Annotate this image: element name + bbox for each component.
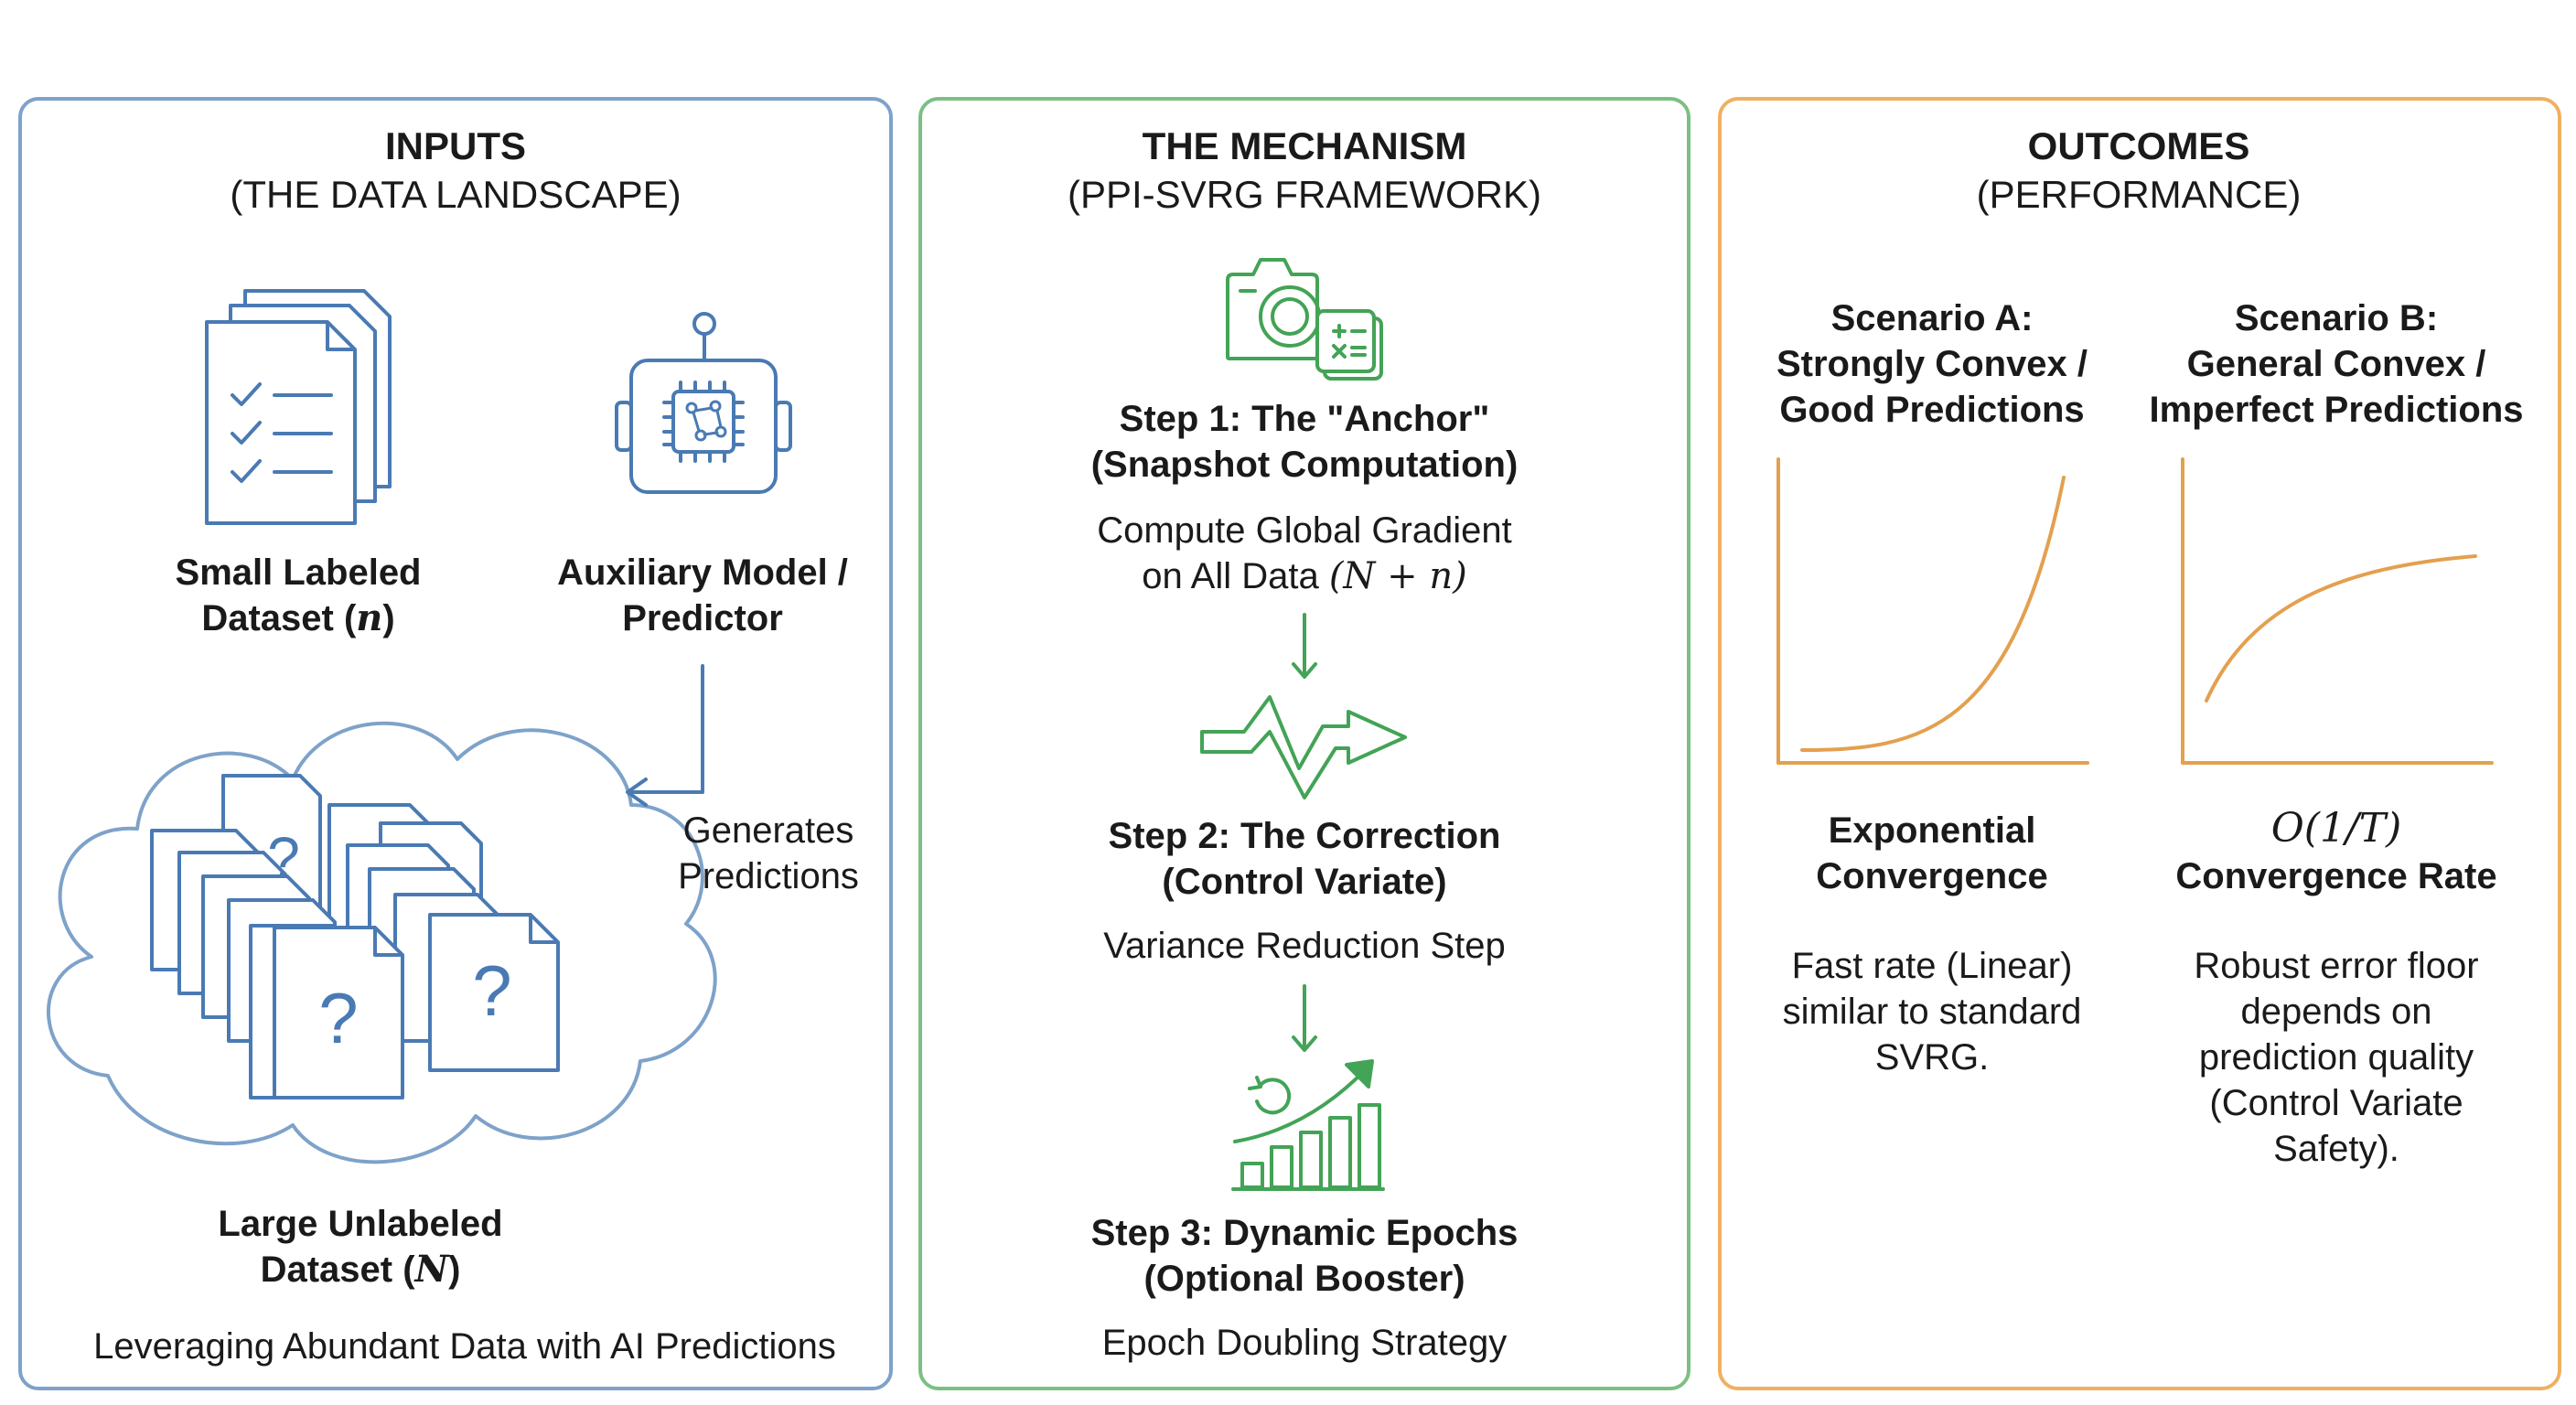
- step1-title: Step 1: The "Anchor": [1119, 399, 1490, 439]
- outcomes-subtitle: (PERFORMANCE): [1976, 173, 2302, 216]
- camera-calculator-icon: [1226, 258, 1383, 381]
- scenario-b-chart: [2181, 457, 2494, 765]
- small-dataset-label-line2: Dataset (n): [201, 596, 395, 639]
- scenario-a-result-line2: Convergence: [1816, 856, 2048, 896]
- saturating-curve: [2205, 554, 2477, 702]
- down-arrow: [1292, 613, 1317, 679]
- scenario-b-desc-1: Robust error floor: [2194, 946, 2479, 986]
- ai-chip-robot-icon: [615, 312, 792, 494]
- large-dataset-label-line2: Dataset (N): [260, 1248, 461, 1291]
- step1-desc: Compute Global Gradient: [1097, 510, 1512, 551]
- scenario-a-desc-1: Fast rate (Linear): [1791, 946, 2073, 986]
- generates-predictions-arrow: [626, 664, 704, 807]
- scenario-a-title: Scenario A:: [1830, 298, 2034, 338]
- question-mark-icon: ?: [318, 978, 358, 1058]
- zigzag-arrow-icon: [1200, 695, 1407, 799]
- inputs-footer: Leveraging Abundant Data with AI Predict…: [93, 1326, 836, 1367]
- scenario-a-result: Exponential: [1828, 810, 2036, 851]
- scenario-a-subtitle: Strongly Convex /: [1776, 344, 2088, 384]
- scenario-b-title: Scenario B:: [2234, 298, 2439, 338]
- step1-subtitle: (Snapshot Computation): [1090, 445, 1519, 485]
- auxiliary-model-label: Auxiliary Model /: [557, 552, 848, 593]
- question-mark-icon: ?: [267, 825, 300, 891]
- scenario-b-desc-2: depends on: [2240, 992, 2432, 1032]
- step2-desc: Variance Reduction Step: [1103, 926, 1506, 966]
- inputs-panel: [18, 97, 893, 1390]
- large-dataset-label: Large Unlabeled: [218, 1204, 503, 1244]
- scenario-a-desc-3: SVRG.: [1874, 1037, 1990, 1078]
- mechanism-title: THE MECHANISM: [1142, 124, 1467, 167]
- scenario-b-subtitle: General Convex /: [2186, 344, 2486, 384]
- checklist-documents-icon: [205, 289, 392, 525]
- step2-title: Step 2: The Correction: [1108, 816, 1501, 856]
- step3-title: Step 3: Dynamic Epochs: [1090, 1213, 1519, 1253]
- scenario-b-desc-4: (Control Variate: [2209, 1083, 2463, 1123]
- step3-desc: Epoch Doubling Strategy: [1101, 1323, 1508, 1363]
- scenario-a-desc-2: similar to standard: [1782, 992, 2082, 1032]
- scenario-b-desc-3: prediction quality: [2198, 1037, 2474, 1078]
- outcomes-panel: [1718, 97, 2561, 1390]
- mechanism-panel: [918, 97, 1690, 1390]
- step1-desc-line2: on All Data (N + n): [1142, 555, 1467, 597]
- question-mark-icon: ?: [472, 950, 511, 1031]
- scenario-b-result: Convergence Rate: [2175, 856, 2497, 896]
- scenario-a-subtitle-line2: Good Predictions: [1779, 390, 2085, 430]
- generates-predictions-label: Generates: [682, 810, 854, 851]
- scenario-a-chart: [1776, 457, 2089, 765]
- inputs-title: INPUTS: [384, 124, 527, 167]
- scenario-b-result-math: O(1/T): [2270, 805, 2402, 852]
- inputs-subtitle: (THE DATA LANDSCAPE): [230, 173, 682, 216]
- scenario-b-desc-5: Safety).: [2273, 1129, 2399, 1169]
- small-dataset-label: Small Labeled: [175, 552, 422, 593]
- generates-predictions-label-line2: Predictions: [678, 856, 859, 896]
- growth-chart-icon: [1231, 1059, 1385, 1191]
- scenario-b-subtitle-line2: Imperfect Predictions: [2149, 390, 2524, 430]
- step3-subtitle: (Optional Booster): [1143, 1259, 1465, 1299]
- down-arrow: [1292, 984, 1317, 1052]
- step2-subtitle: (Control Variate): [1162, 862, 1447, 902]
- mechanism-subtitle: (PPI-SVRG FRAMEWORK): [1067, 173, 1542, 216]
- exponential-curve: [1800, 476, 2066, 752]
- auxiliary-model-label-line2: Predictor: [622, 598, 783, 638]
- cloud-unlabeled-documents-icon: ? ? ?: [47, 721, 717, 1164]
- outcomes-title: OUTCOMES: [2027, 124, 2250, 167]
